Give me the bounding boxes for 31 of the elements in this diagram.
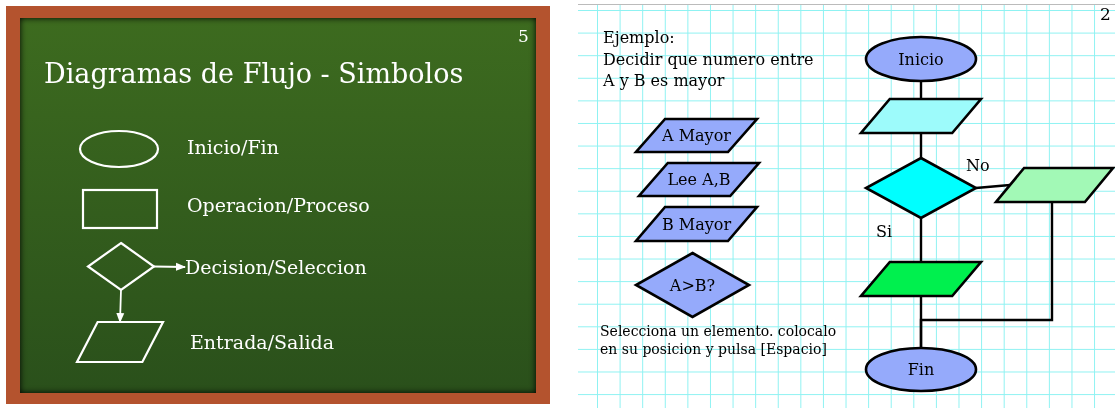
instruction-text: Decidir que numero entre A y B es mayor (603, 50, 815, 92)
decision-diamond: A>B? (636, 253, 749, 317)
slide-number: 5 (518, 26, 529, 46)
input-output-parallelogram: B Mayor (636, 207, 757, 241)
connector-line (153, 262, 186, 271)
decision-diamond (88, 243, 154, 290)
terminal-ellipse (80, 131, 158, 167)
connector-line (116, 289, 125, 323)
slide-number: 2 (1100, 4, 1111, 24)
input-output-parallelogram (77, 322, 163, 362)
instruction-text: Selecciona un elemento. colocalo en su posicion y pulsa [Espacio] (600, 322, 838, 359)
connector-line (919, 218, 923, 262)
input-output-parallelogram (861, 99, 981, 133)
input-output-parallelogram (996, 168, 1113, 202)
symbol-caption: Decision/Seleccion (185, 254, 365, 280)
input-output-parallelogram (861, 262, 981, 296)
slide-title: Diagramas de Flujo - Simbolos (44, 58, 464, 89)
symbol-caption: Operacion/Proceso (187, 194, 370, 216)
connector-line (919, 202, 1054, 348)
symbol-caption: Entrada/Salida (190, 331, 335, 353)
connector-line (975, 183, 1011, 190)
connector-line (919, 133, 923, 158)
process-box (83, 190, 157, 228)
input-output-parallelogram: A Mayor (636, 119, 757, 152)
symbol-caption: Inicio/Fin (187, 136, 279, 158)
heading-text: Ejemplo: (603, 28, 675, 47)
input-output-parallelogram: Lee A,B (639, 163, 759, 196)
terminal-ellipse: Fin (866, 348, 976, 391)
edge-label: Si (876, 222, 893, 241)
terminal-ellipse: Inicio (866, 37, 976, 81)
edge-label: No (966, 156, 990, 175)
